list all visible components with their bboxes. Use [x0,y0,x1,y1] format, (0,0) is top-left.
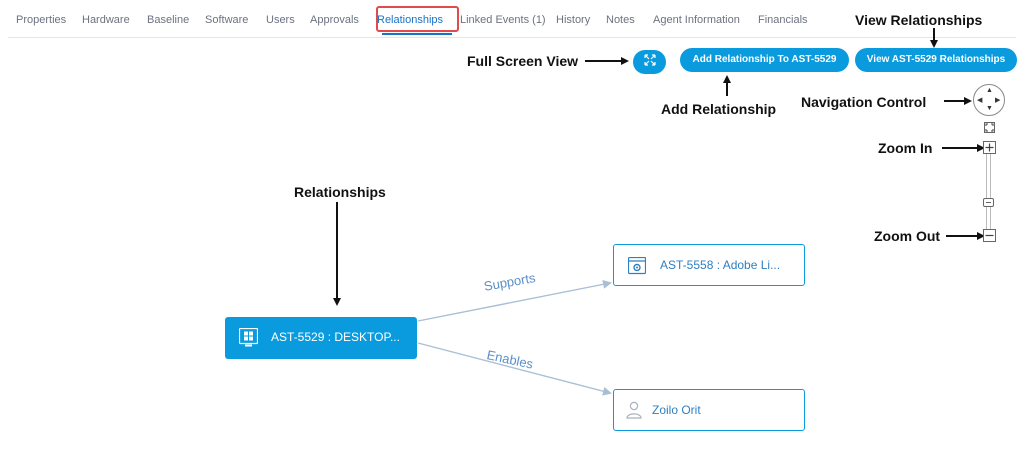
tab-history[interactable]: History [556,14,591,26]
tab-notes[interactable]: Notes [606,14,635,26]
zoom-in-button[interactable] [983,141,996,154]
zoom-slider-thumb[interactable] [983,198,994,207]
navigation-control[interactable]: ▲ ▼ ◀ ▶ [973,84,1005,116]
user-icon [626,401,642,424]
annotation-zoom-out: Zoom Out [874,228,941,244]
tab-agent-information[interactable]: Agent Information [653,14,740,26]
tab-bar: Properties Hardware Baseline Software Us… [8,0,1016,38]
tab-users[interactable]: Users [266,14,295,26]
tab-software[interactable]: Software [205,14,249,26]
annotation-view-relationships: View Relationships [855,12,983,28]
tab-financials[interactable]: Financials [758,14,808,26]
tab-relationships[interactable]: Relationships [377,14,444,26]
pan-down-icon[interactable]: ▼ [986,105,993,112]
tab-linked-events[interactable]: Linked Events (1) [460,14,546,26]
edge-supports-line [417,279,612,322]
zoom-slider-track[interactable] [986,152,991,232]
node-target-software[interactable]: AST-5558 : Adobe Li... [613,244,805,286]
fit-to-screen-button[interactable] [984,122,995,133]
add-relationship-button[interactable]: Add Relationship To AST-5529 [680,48,849,72]
tab-hardware[interactable]: Hardware [82,14,130,26]
node-source-label: AST-5529 : DESKTOP... [271,330,400,344]
full-screen-button[interactable] [633,50,666,74]
annotation-zoom-in: Zoom In [878,140,933,156]
annotation-navigation-control: Navigation Control [801,94,927,110]
node-target-software-label: AST-5558 : Adobe Li... [660,258,781,272]
annotation-relationships: Relationships [294,184,386,200]
annotation-full-screen: Full Screen View [467,53,579,69]
pan-left-icon[interactable]: ◀ [977,97,983,104]
windows-icon [238,327,259,352]
view-relationships-button[interactable]: View AST-5529 Relationships [855,48,1017,72]
software-icon [627,256,647,280]
pan-right-icon[interactable]: ▶ [995,97,1001,104]
node-source-asset[interactable]: AST-5529 : DESKTOP... [225,317,417,359]
edge-enables-line [417,342,612,396]
pan-up-icon[interactable]: ▲ [986,87,993,94]
tab-approvals[interactable]: Approvals [310,14,359,26]
active-tab-underline [382,33,452,35]
zoom-out-button[interactable] [983,229,996,242]
active-tab-highlight [376,6,459,32]
tab-properties[interactable]: Properties [16,14,67,26]
node-target-user-label: Zoilo Orit [652,403,701,417]
annotation-add-relationship: Add Relationship [661,101,777,117]
expand-icon [643,54,656,67]
node-target-user[interactable]: Zoilo Orit [613,389,805,431]
tab-baseline[interactable]: Baseline [147,14,190,26]
